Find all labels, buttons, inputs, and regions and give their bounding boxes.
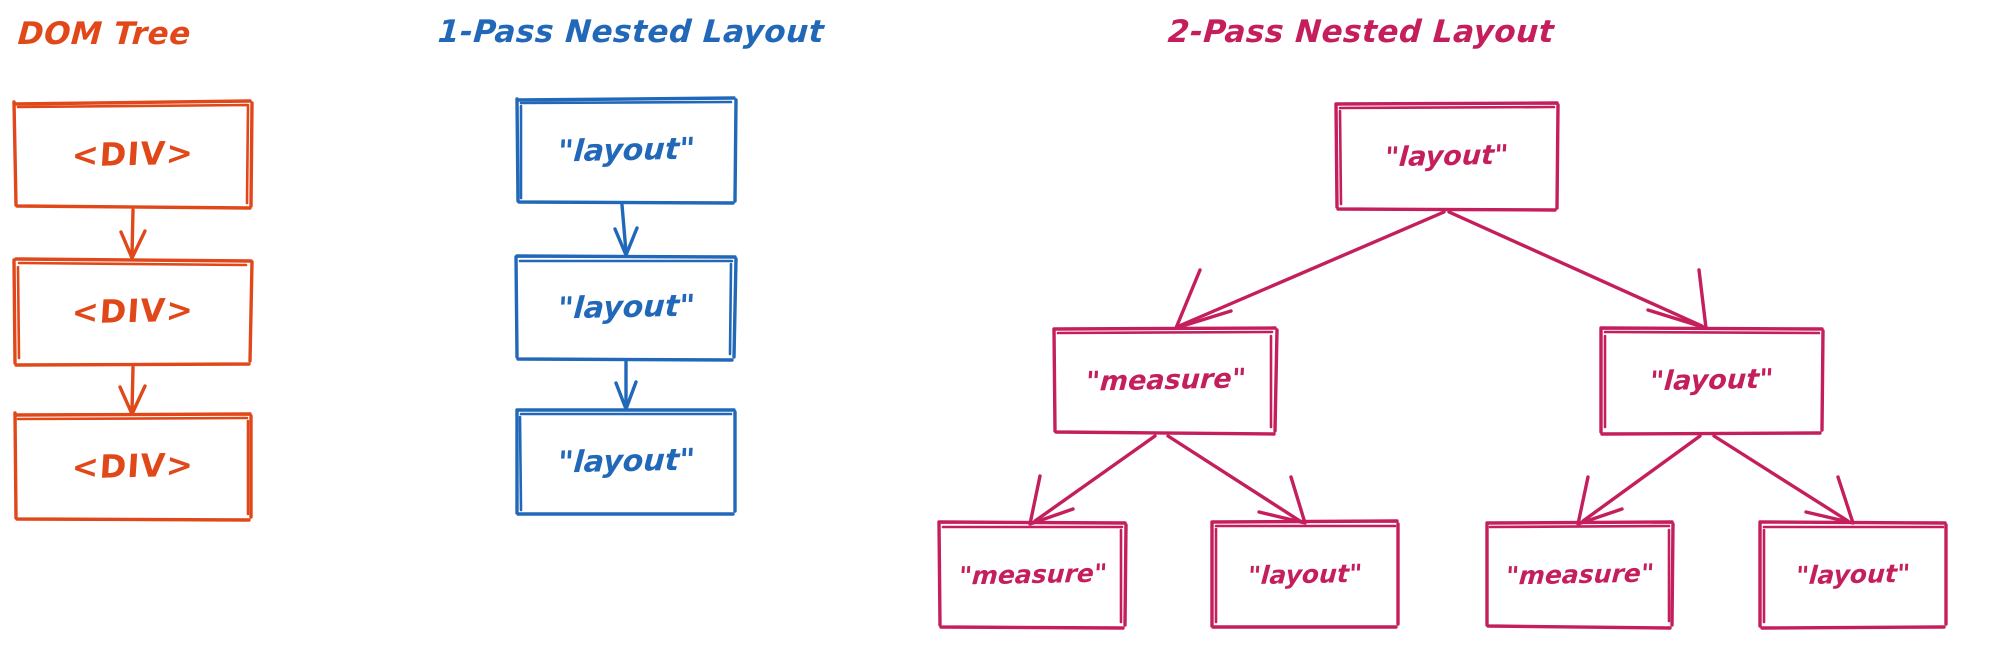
onepass-node-3: "layout" [514,406,738,516]
twopass-leaf-node-4: "layout" [1757,518,1949,630]
onepass-node-1: "layout" [514,95,738,205]
panel-title-two-pass: 2-Pass Nested Layout [1166,14,1556,50]
onepass-node-label: "layout" [556,442,696,480]
twopass-leaf-node-2: "layout" [1209,518,1401,630]
sketch-rect-border [514,95,738,205]
dom-node-3: <DIV> [12,410,254,522]
twopass-level2-label: "measure" [1084,362,1248,398]
dom-node-label: <DIV> [70,445,196,487]
twopass-level2-node-2: "layout" [1598,324,1826,436]
dom-node-2: <DIV> [12,255,254,367]
sketch-rect-border [1333,100,1561,212]
sketch-rect-border [12,98,254,210]
sketch-rect-border [514,406,738,516]
twopass-leaf-label: "layout" [1246,558,1364,590]
dom-node-1: <DIV> [12,98,254,210]
twopass-root-node: "layout" [1333,100,1561,212]
sketch-rect-border [12,255,254,367]
sketch-rect-border [12,410,254,522]
twopass-leaf-node-1: "measure" [937,518,1129,630]
twopass-leaf-label: "layout" [1794,558,1912,590]
sketch-rect-border [514,252,738,362]
twopass-leaf-label: "measure" [957,557,1109,591]
sketch-rect-border [1052,324,1280,436]
onepass-node-label: "layout" [556,131,696,169]
sketch-rect-border [1757,518,1949,630]
sketch-rect-border [1209,518,1401,630]
twopass-root-label: "layout" [1384,139,1510,173]
twopass-leaf-node-3: "measure" [1484,518,1676,630]
sketch-rect-border [1484,518,1676,630]
dom-node-label: <DIV> [70,133,196,175]
onepass-node-label: "layout" [556,288,696,326]
sketch-rect-border [1598,324,1826,436]
dom-node-label: <DIV> [70,290,196,332]
twopass-leaf-label: "measure" [1504,557,1656,591]
sketch-rect-border [937,518,1129,630]
twopass-level2-label: "layout" [1649,363,1775,397]
onepass-node-2: "layout" [514,252,738,362]
panel-title-dom-tree: DOM Tree [16,16,193,52]
panel-title-one-pass: 1-Pass Nested Layout [436,14,826,50]
twopass-level2-node-1: "measure" [1052,324,1280,436]
